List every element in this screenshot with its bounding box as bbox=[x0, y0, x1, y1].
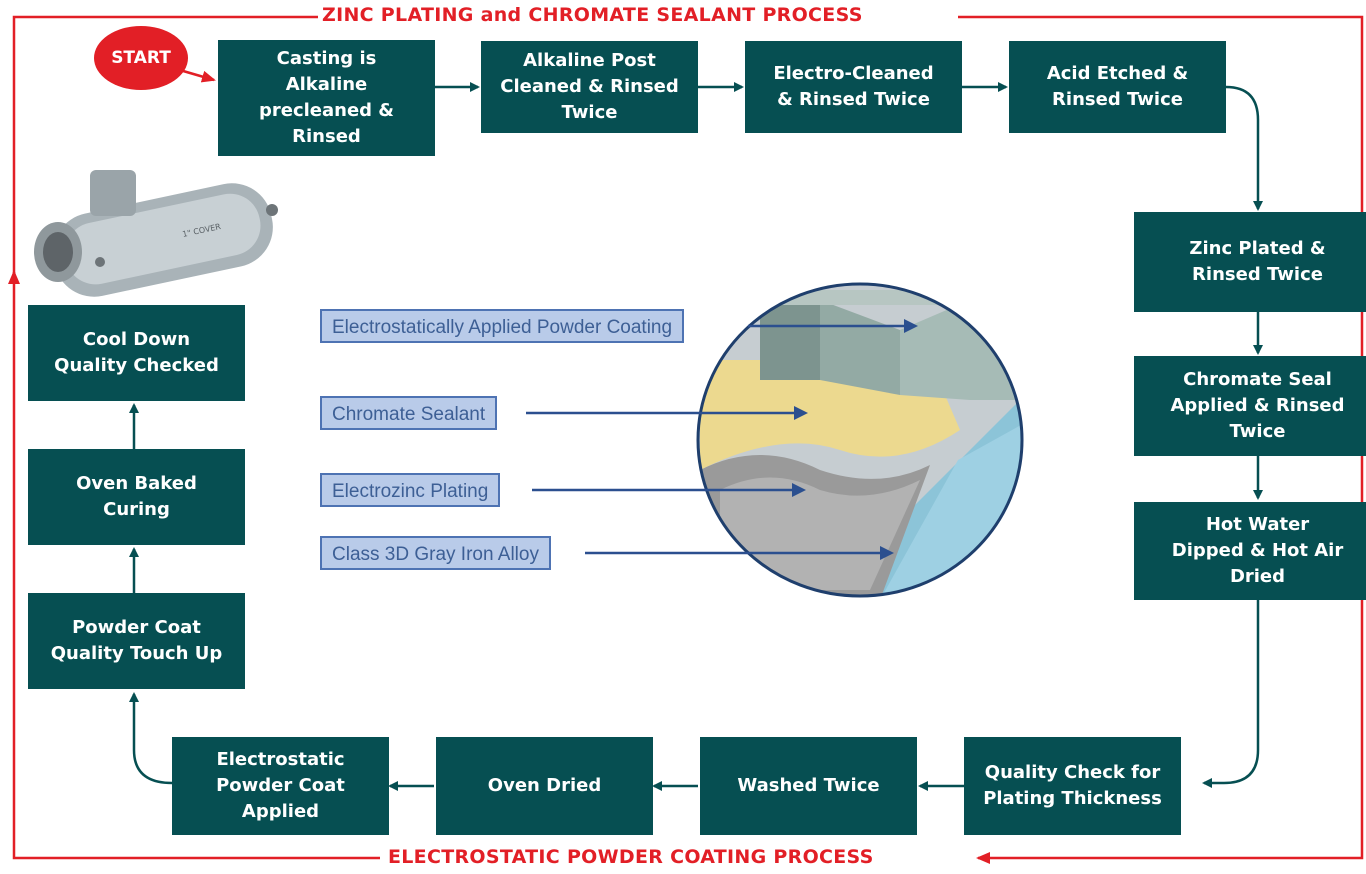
step-label: Cool Down Quality Checked bbox=[54, 329, 219, 376]
powder-coating-title: ELECTROSTATIC POWDER COATING PROCESS bbox=[384, 846, 878, 868]
step-oven-dried: Oven Dried bbox=[436, 737, 653, 835]
step-powder-coat-touch-up: Powder Coat Quality Touch Up bbox=[28, 593, 245, 689]
step-label: Chromate Seal Applied & Rinsed Twice bbox=[1170, 369, 1345, 442]
step-label: Zinc Plated & Rinsed Twice bbox=[1189, 238, 1326, 285]
step-acid-etched: Acid Etched & Rinsed Twice bbox=[1009, 41, 1226, 133]
teal-connectors bbox=[129, 82, 1263, 791]
step-electro-cleaned: Electro-Cleaned & Rinsed Twice bbox=[745, 41, 962, 133]
step-label: Alkaline Post Cleaned & Rinsed Twice bbox=[500, 50, 679, 123]
layer-label-chromate-sealant: Chromate Sealant bbox=[320, 396, 498, 430]
layer-label-gray-iron-alloy: Class 3D Gray Iron Alloy bbox=[320, 536, 551, 570]
conduit-body-image bbox=[34, 170, 278, 297]
coating-cross-section bbox=[696, 282, 1024, 598]
start-oval: START bbox=[94, 26, 188, 90]
step-label: Oven Baked Curing bbox=[76, 473, 197, 520]
zinc-plating-title: ZINC PLATING and CHROMATE SEALANT PROCES… bbox=[318, 4, 867, 26]
step-washed-twice: Washed Twice bbox=[700, 737, 917, 835]
step-hot-water-dipped: Hot Water Dipped & Hot Air Dried bbox=[1134, 502, 1366, 600]
step-label: Electrostatic Powder Coat Applied bbox=[216, 749, 345, 822]
step-label: Electro-Cleaned & Rinsed Twice bbox=[773, 63, 934, 110]
layer-arrows bbox=[526, 324, 912, 555]
layer-label-electrozinc-plating: Electrozinc Plating bbox=[320, 473, 501, 507]
step-oven-baked-curing: Oven Baked Curing bbox=[28, 449, 245, 545]
step-zinc-plated: Zinc Plated & Rinsed Twice bbox=[1134, 212, 1366, 312]
step-alkaline-preclean: Casting is Alkaline precleaned & Rinsed bbox=[218, 40, 435, 156]
layer-arrowheads bbox=[792, 319, 918, 560]
step-label: Quality Check for Plating Thickness bbox=[983, 762, 1162, 809]
step-label: Powder Coat Quality Touch Up bbox=[50, 617, 223, 664]
step-chromate-seal: Chromate Seal Applied & Rinsed Twice bbox=[1134, 356, 1366, 456]
step-cool-down: Cool Down Quality Checked bbox=[28, 305, 245, 401]
step-label: Casting is Alkaline precleaned & Rinsed bbox=[258, 48, 395, 147]
step-label: Washed Twice bbox=[737, 775, 880, 796]
layer-label-powder-coating: Electrostatically Applied Powder Coating bbox=[320, 309, 685, 343]
step-electrostatic-powder-coat: Electrostatic Powder Coat Applied bbox=[172, 737, 389, 835]
start-label: START bbox=[111, 48, 171, 68]
step-quality-check-plating: Quality Check for Plating Thickness bbox=[964, 737, 1181, 835]
step-label: Hot Water Dipped & Hot Air Dried bbox=[1171, 514, 1344, 587]
step-alkaline-post-clean: Alkaline Post Cleaned & Rinsed Twice bbox=[481, 41, 698, 133]
step-label: Oven Dried bbox=[487, 775, 602, 796]
step-label: Acid Etched & Rinsed Twice bbox=[1046, 63, 1189, 110]
